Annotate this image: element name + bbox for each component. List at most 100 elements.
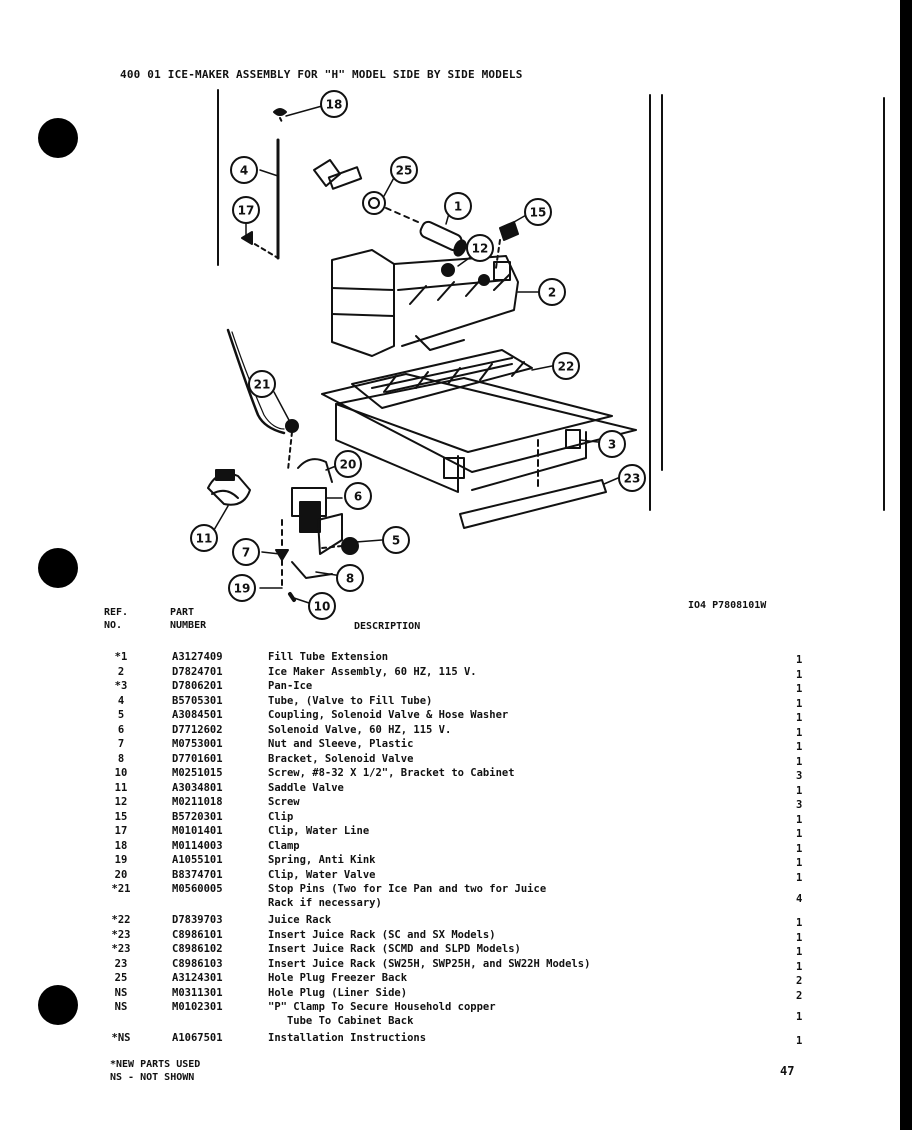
callout-circle bbox=[552, 352, 580, 380]
description-cell: Insert Juice Rack (SCMD and SLPD Models) bbox=[268, 943, 521, 955]
description-cell: Coupling, Solenoid Valve & Hose Washer bbox=[268, 709, 509, 721]
page-title: 400 01 ICE-MAKER ASSEMBLY FOR "H" MODEL … bbox=[120, 68, 523, 81]
callout-number: 19 bbox=[234, 582, 251, 596]
hole-plug-part bbox=[313, 159, 419, 223]
part-number-cell: D7806201 bbox=[172, 680, 223, 692]
ref-no-cell: 8 bbox=[117, 752, 125, 765]
description-cell: "P" Clamp To Secure Household copper Tub… bbox=[268, 1001, 496, 1027]
ref-no-cell: 23 bbox=[114, 957, 128, 970]
water-line-wire bbox=[226, 328, 286, 435]
quantity-cell: 1 bbox=[796, 842, 803, 855]
part-number-cell: A1055101 bbox=[172, 854, 223, 866]
ref-no-cell: 10 bbox=[114, 767, 128, 779]
callout-number: 12 bbox=[472, 242, 489, 256]
fill-tube-extension-part bbox=[419, 220, 467, 257]
callout-circle bbox=[524, 198, 552, 226]
description-cell: Clamp bbox=[268, 839, 300, 852]
callout-circle bbox=[336, 564, 364, 592]
binder-hole-top bbox=[38, 118, 78, 158]
part-number-header-text: PART NUMBER bbox=[170, 607, 207, 631]
juice-rack-part bbox=[351, 349, 533, 409]
description-cell: Saddle Valve bbox=[268, 781, 344, 794]
ice-maker-assembly-part bbox=[331, 249, 519, 357]
quantity-cell: 4 bbox=[796, 893, 803, 905]
quantity-cell: 1 bbox=[796, 755, 803, 768]
callout-circle bbox=[190, 524, 218, 552]
part-number-cell: A3127409 bbox=[172, 651, 223, 663]
description-cell: Screw, #8-32 X 1/2", Bracket to Cabinet bbox=[268, 767, 515, 779]
callout-number: 4 bbox=[240, 164, 248, 178]
description-cell: Solenoid Valve, 60 HZ, 115 V. bbox=[268, 723, 452, 736]
quantity-cell: 1 bbox=[796, 726, 803, 739]
callout-circle bbox=[334, 450, 362, 478]
description-cell: Clip, Water Line bbox=[268, 825, 370, 837]
part-number-cell: M0102301 bbox=[172, 1001, 223, 1013]
footnote-legend: *NEW PARTS USED NS - NOT SHOWN bbox=[110, 1059, 201, 1083]
quantity-cell: 2 bbox=[796, 975, 803, 987]
part-number-cell: M0251015 bbox=[172, 767, 223, 779]
ref-no-cell: 20 bbox=[114, 868, 128, 881]
description-cell: Stop Pins (Two for Ice Pan and two for J… bbox=[268, 883, 547, 909]
callout-number: 21 bbox=[254, 378, 271, 392]
description-cell: Hole Plug (Liner Side) bbox=[268, 986, 408, 999]
part-number-cell: M0101401 bbox=[172, 825, 223, 837]
part-number-cell: D7712602 bbox=[172, 723, 223, 736]
callout-number: 11 bbox=[196, 532, 213, 546]
table-row: 10 M0251015 Screw, #8-32 X 1/2", Bracket t… bbox=[96, 766, 816, 782]
part-number-cell: B5705301 bbox=[172, 694, 223, 707]
callout-circle bbox=[320, 90, 348, 118]
callout-number: 18 bbox=[326, 98, 343, 112]
callout-number: 20 bbox=[340, 458, 357, 472]
callout-circle bbox=[538, 278, 566, 306]
part-number-cell: M0311301 bbox=[172, 986, 223, 999]
ref-no-cell: *23 bbox=[111, 928, 131, 941]
callout-number: 23 bbox=[624, 472, 641, 486]
quantity-cell: 1 bbox=[796, 697, 803, 710]
callout-number: 10 bbox=[314, 600, 331, 614]
page-edge-border bbox=[900, 0, 912, 1130]
ref-no-cell: 12 bbox=[114, 796, 128, 808]
quantity-cell: 1 bbox=[796, 683, 803, 695]
description-cell: Juice Rack bbox=[268, 914, 332, 926]
ref-no-cell: NS bbox=[114, 986, 128, 999]
solenoid-valve-group bbox=[275, 458, 359, 602]
callout-number: 3 bbox=[608, 438, 616, 452]
description-cell: Spring, Anti Kink bbox=[268, 854, 376, 866]
description-cell: Clip bbox=[268, 810, 294, 823]
callout-circle bbox=[444, 192, 472, 220]
ref-no-cell: *23 bbox=[111, 943, 131, 955]
ref-no-cell: 19 bbox=[114, 854, 128, 866]
quantity-cell: 1 bbox=[796, 857, 803, 869]
callout-number: 1 bbox=[454, 200, 462, 214]
callout-circle bbox=[344, 482, 372, 510]
description-cell: Nut and Sleeve, Plastic bbox=[268, 738, 414, 750]
callout-circle bbox=[598, 430, 626, 458]
description-cell: Installation Instructions bbox=[268, 1032, 427, 1044]
description-cell: Clip, Water Valve bbox=[268, 868, 376, 881]
part-number-cell: A3084501 bbox=[172, 709, 223, 721]
quantity-cell: 2 bbox=[796, 989, 803, 1002]
callout-number: 8 bbox=[346, 572, 354, 586]
part-number-cell: A3124301 bbox=[172, 972, 223, 984]
quantity-cell: 1 bbox=[796, 813, 803, 826]
quantity-cell: 1 bbox=[796, 712, 803, 724]
quantity-cell: 3 bbox=[796, 770, 803, 782]
quantity-cell: 1 bbox=[796, 871, 803, 884]
description-cell: Screw bbox=[268, 796, 300, 808]
part-number-cell: C8986102 bbox=[172, 943, 223, 955]
part-number-cell: M0211018 bbox=[172, 796, 223, 808]
quantity-cell: 1 bbox=[796, 784, 803, 797]
quantity-cell: 1 bbox=[796, 828, 803, 840]
ref-no-cell: *1 bbox=[114, 651, 128, 663]
